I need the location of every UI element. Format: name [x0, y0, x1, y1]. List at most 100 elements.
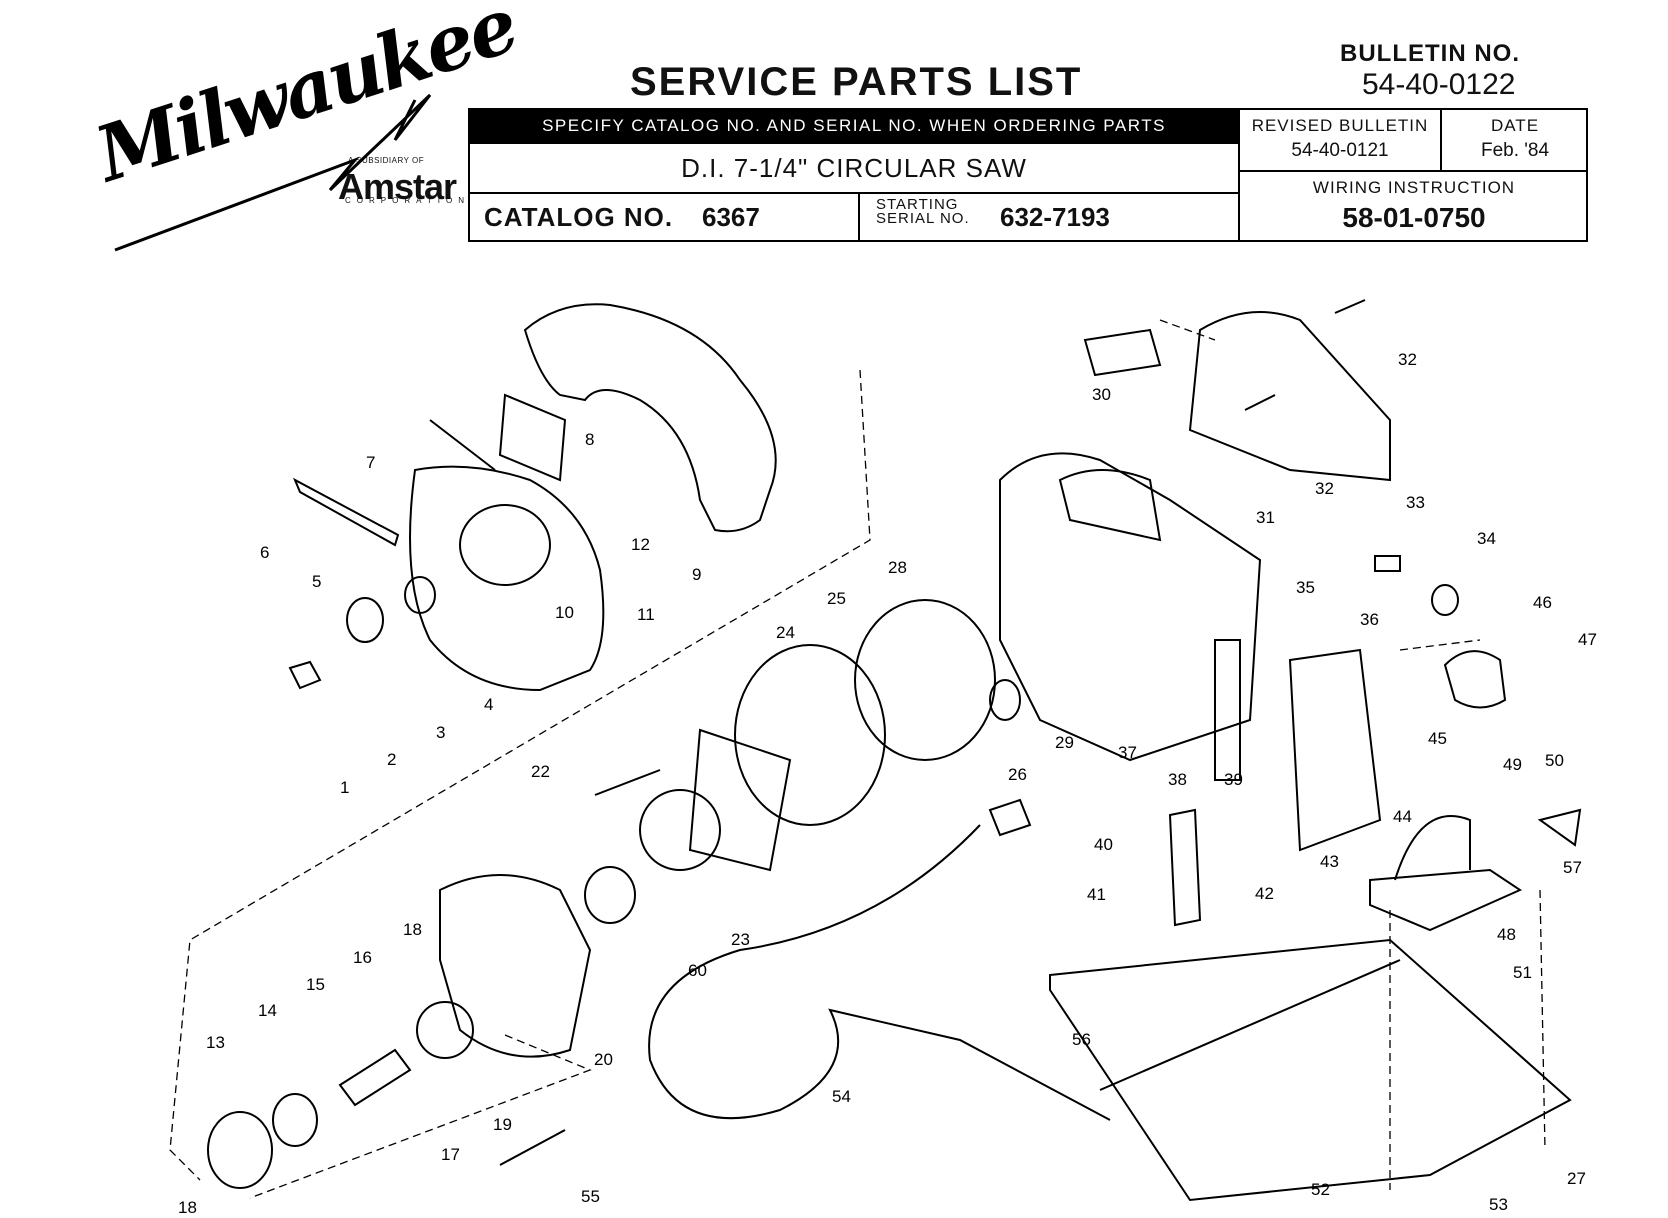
specify-note: SPECIFY CATALOG NO. AND SERIAL NO. WHEN … [470, 110, 1238, 142]
callout-52: 52 [1311, 1180, 1330, 1199]
callout-48: 48 [1497, 925, 1516, 944]
product-name: D.I. 7-1/4" CIRCULAR SAW [470, 142, 1238, 192]
callout-19: 19 [493, 1115, 512, 1134]
screw-22 [594, 769, 661, 796]
amstar-wordmark: Amstar [338, 166, 457, 207]
name-plate [498, 393, 567, 482]
armature [688, 728, 792, 872]
callout-35: 35 [1296, 578, 1315, 597]
motor-housing [999, 452, 1262, 762]
handle-cover [1188, 311, 1391, 482]
callout-54: 54 [832, 1087, 851, 1106]
callout-51: 51 [1513, 963, 1532, 982]
callout-10: 10 [555, 603, 574, 622]
assembly-line [1399, 639, 1481, 651]
callout-47: 47 [1578, 630, 1597, 649]
catalog-label: CATALOG NO. [484, 202, 674, 232]
callout-33: 33 [1406, 493, 1425, 512]
callout-2: 2 [387, 750, 396, 769]
switch [1083, 328, 1162, 377]
knob [1443, 650, 1507, 709]
callout-60: 60 [688, 961, 707, 980]
fan [639, 789, 721, 871]
field [854, 599, 996, 761]
washer [404, 576, 436, 614]
bolt [288, 660, 322, 690]
brush-cap [1431, 584, 1459, 616]
flange [346, 597, 384, 643]
bearing-26 [989, 679, 1021, 721]
spindle [338, 1048, 412, 1107]
guard-ring [459, 504, 551, 586]
callout-32: 32 [1398, 350, 1417, 369]
callout-24: 24 [776, 623, 795, 642]
gear [416, 1001, 474, 1059]
callout-41: 41 [1087, 885, 1106, 904]
starting-serial-number: 632-7193 [1000, 202, 1110, 232]
rip-fence [1099, 959, 1401, 1091]
guard-lever [1168, 808, 1202, 927]
callout-5: 5 [312, 572, 321, 591]
plug [988, 798, 1032, 837]
lower-guard [409, 465, 605, 692]
wiring-instruction: WIRING INSTRUCTION 58-01-0750 [1240, 170, 1588, 240]
callout-7: 7 [366, 453, 375, 472]
spring [429, 419, 496, 471]
header-table: SPECIFY CATALOG NO. AND SERIAL NO. WHEN … [468, 108, 1588, 242]
callout-20: 20 [594, 1050, 613, 1069]
callout-13: 13 [206, 1033, 225, 1052]
brush [1374, 555, 1401, 572]
subsidiary-text: A SUBSIDIARY OF [348, 156, 425, 165]
callout-49: 49 [1503, 755, 1522, 774]
callout-30: 30 [1092, 385, 1111, 404]
callout-50: 50 [1545, 751, 1564, 770]
screw-32b [1244, 394, 1276, 411]
wiring-instruction-number: 58-01-0750 [1342, 202, 1486, 233]
callout-36: 36 [1360, 610, 1379, 629]
callout-18: 18 [403, 920, 422, 939]
callout-12: 12 [631, 535, 650, 554]
callout-37: 37 [1118, 743, 1137, 762]
lightning-bolt-icon [114, 93, 432, 252]
date-value: Feb. '84 [1480, 140, 1550, 161]
handle [1058, 469, 1162, 542]
screw-32 [1334, 299, 1366, 314]
starting-serial-label: STARTING SERIAL NO. [876, 196, 970, 227]
callout-39: 39 [1224, 770, 1243, 789]
divider [858, 194, 860, 242]
callout-25: 25 [827, 589, 846, 608]
callout-55: 55 [581, 1187, 600, 1206]
callout-46: 46 [1533, 593, 1552, 612]
bearing-14 [272, 1093, 318, 1147]
corporation-text: CORPORATION [345, 196, 470, 205]
callout-23: 23 [731, 930, 750, 949]
callout-18: 18 [178, 1198, 197, 1217]
page-title: SERVICE PARTS LIST [630, 60, 1083, 104]
callout-6: 6 [260, 543, 269, 562]
callout-26: 26 [1008, 765, 1027, 784]
callout-32: 32 [1315, 479, 1334, 498]
revised-bulletin: REVISED BULLETIN 54-40-0121 [1240, 110, 1442, 170]
callout-45: 45 [1428, 729, 1447, 748]
callout-3: 3 [436, 723, 445, 742]
depth-bracket [1369, 868, 1523, 932]
bulletin-info: REVISED BULLETIN 54-40-0121 DATE Feb. '8… [1238, 110, 1588, 240]
cord [648, 824, 1111, 1121]
assembly-line [1539, 889, 1546, 1151]
callout-11: 11 [637, 605, 655, 624]
callout-9: 9 [692, 565, 701, 584]
callout-56: 56 [1072, 1030, 1091, 1049]
gear-case [439, 874, 592, 1058]
callout-42: 42 [1255, 884, 1274, 903]
revised-bulletin-number: 54-40-0121 [1291, 140, 1389, 161]
bulletin-label: BULLETIN NO. [1340, 40, 1520, 67]
bracket-38 [1214, 639, 1241, 781]
callout-22: 22 [531, 762, 550, 781]
assembly-line [249, 1034, 592, 1199]
wing-knob [1537, 808, 1582, 847]
callout-27: 27 [1567, 1169, 1586, 1188]
screw-55 [499, 1129, 566, 1166]
callout-40: 40 [1094, 835, 1113, 854]
